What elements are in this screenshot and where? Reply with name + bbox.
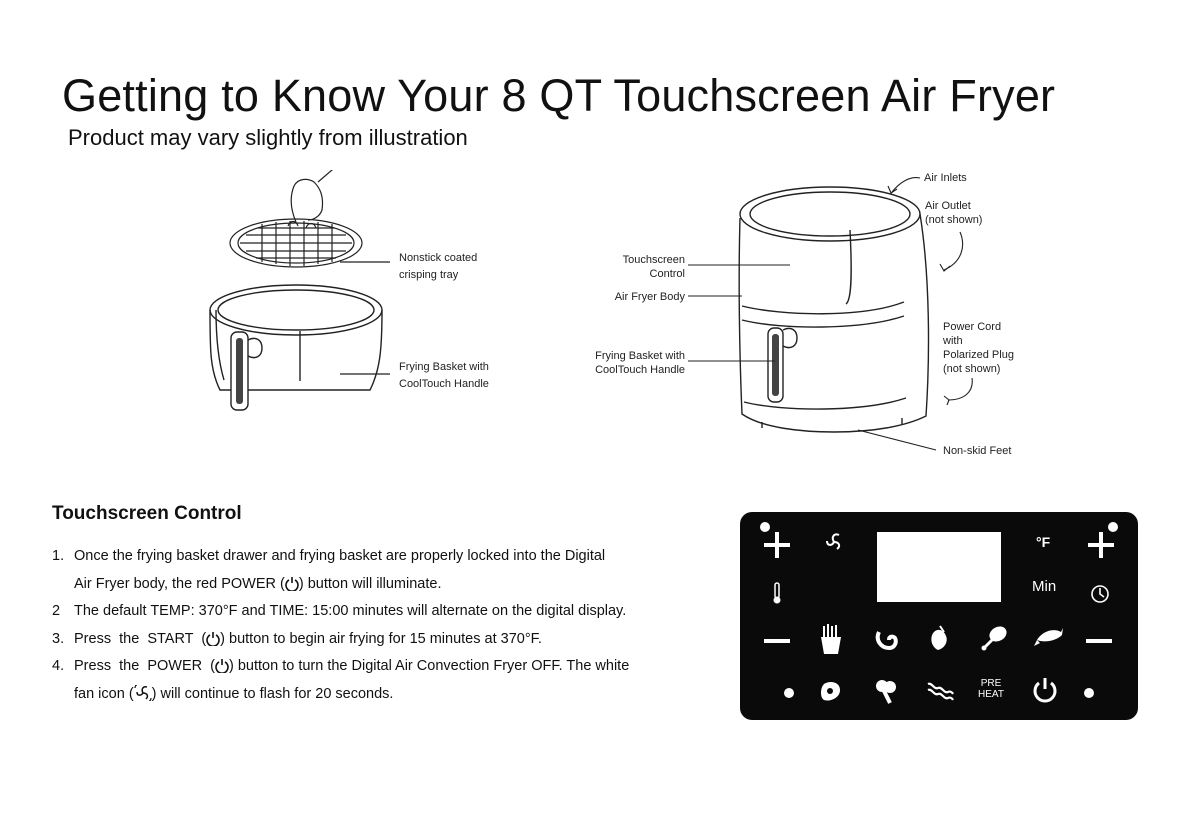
step-number: 3. [52, 630, 65, 647]
step-3: 3. Press the START ( ) button to begin ai… [52, 626, 712, 654]
step-1: 1. Once the frying basket drawer and fry… [52, 543, 712, 598]
fries-preset-button[interactable] [818, 624, 844, 654]
step-text: The default TEMP: 370°F and TIME: 15:00 … [74, 603, 627, 619]
callout-non-skid-feet: Non-skid Feet [943, 445, 1011, 457]
callout-crisping-tray-1: Nonstick coated [399, 252, 477, 264]
indicator-dot [1108, 522, 1118, 532]
preheat-button[interactable]: PRE HEAT [978, 678, 1004, 700]
callout-power-cord-2: with [942, 335, 963, 347]
step-text: ) button will illuminate. [298, 575, 442, 592]
callout-basket-1: Frying Basket with [399, 361, 489, 373]
plus-time-button[interactable] [1088, 532, 1114, 558]
step-text: ) button to turn the Digital Air Convect… [229, 658, 630, 674]
clock-icon [1091, 585, 1109, 603]
frying-basket-illustration [209, 284, 383, 411]
callout-air-inlets: Air Inlets [924, 172, 967, 184]
chicken-preset-button[interactable] [928, 624, 950, 652]
minus-time-button[interactable] [1086, 639, 1112, 643]
power-icon [285, 576, 299, 591]
steak-preset-button[interactable] [820, 680, 842, 702]
fish-preset-button[interactable] [1034, 626, 1064, 648]
step-text: fan icon ( [74, 685, 134, 702]
callout-basket-right-1: Frying Basket with [595, 350, 685, 362]
shrimp-preset-button[interactable] [874, 626, 900, 652]
callout-power-cord-3: Polarized Plug [943, 349, 1014, 361]
indicator-dot [784, 688, 794, 698]
minus-temp-button[interactable] [764, 639, 790, 643]
callout-power-cord-1: Power Cord [943, 321, 1001, 333]
power-icon [206, 631, 220, 646]
product-illustrations: Nonstick coated crisping tray Frying Bas… [209, 170, 1014, 457]
instruction-steps: 1. Once the frying basket drawer and fry… [52, 543, 712, 708]
fan-icon [826, 533, 841, 550]
air-fryer-illustration [738, 186, 930, 433]
step-4: 4. Press the POWER ( ) button to turn the… [52, 653, 712, 708]
step-number: 4. [52, 658, 65, 674]
page-title: Getting to Know Your 8 QT Touchscreen Ai… [62, 70, 1056, 121]
callout-touchscreen-1: Touchscreen [623, 254, 685, 266]
callout-touchscreen-2: Control [650, 268, 685, 280]
callout-air-outlet-1: Air Outlet [925, 200, 971, 212]
callout-basket-right-2: CoolTouch Handle [595, 364, 685, 376]
step-number: 2 [52, 603, 61, 619]
preheat-label-1: PRE [980, 678, 1002, 689]
min-label: Min [1032, 578, 1057, 595]
touchscreen-panel: °F Min PRE HEAT [740, 512, 1138, 720]
callout-lines-right [688, 177, 973, 451]
power-button[interactable] [1032, 676, 1058, 704]
fan-icon [134, 684, 152, 701]
indicator-dot [1084, 688, 1094, 698]
power-icon [215, 659, 229, 673]
step-text: Press the POWER ( [74, 658, 215, 674]
preheat-label-2: HEAT [978, 689, 1004, 700]
step-text: Air Fryer body, the red POWER ( [74, 575, 285, 592]
indicator-dot [760, 522, 770, 532]
callout-air-outlet-2: (not shown) [925, 214, 982, 226]
crisping-tray-illustration [229, 170, 363, 268]
fahrenheit-label: °F [1036, 534, 1051, 550]
callout-crisping-tray-2: crisping tray [399, 269, 459, 281]
callout-basket-2: CoolTouch Handle [399, 378, 489, 390]
step-text: Press the START ( [74, 630, 207, 647]
plus-temp-button[interactable] [764, 532, 790, 558]
vegetable-preset-button[interactable] [874, 678, 898, 704]
section-title: Touchscreen Control [52, 503, 242, 524]
step-text: ) button to begin air frying for 15 minu… [220, 630, 542, 647]
callout-body: Air Fryer Body [615, 291, 686, 303]
bacon-preset-button[interactable] [926, 680, 954, 702]
callout-power-cord-4: (not shown) [943, 363, 1000, 375]
drumstick-preset-button[interactable] [980, 624, 1008, 652]
digital-display [877, 532, 1001, 602]
step-2: 2 The default TEMP: 370°F and TIME: 15:0… [52, 598, 712, 626]
step-text: Once the frying basket drawer and frying… [74, 548, 606, 564]
step-text: ) will continue to flash for 20 seconds. [151, 685, 394, 702]
thermometer-icon [773, 582, 781, 604]
step-number: 1. [52, 548, 65, 564]
page-subtitle: Product may vary slightly from illustrat… [68, 125, 468, 150]
